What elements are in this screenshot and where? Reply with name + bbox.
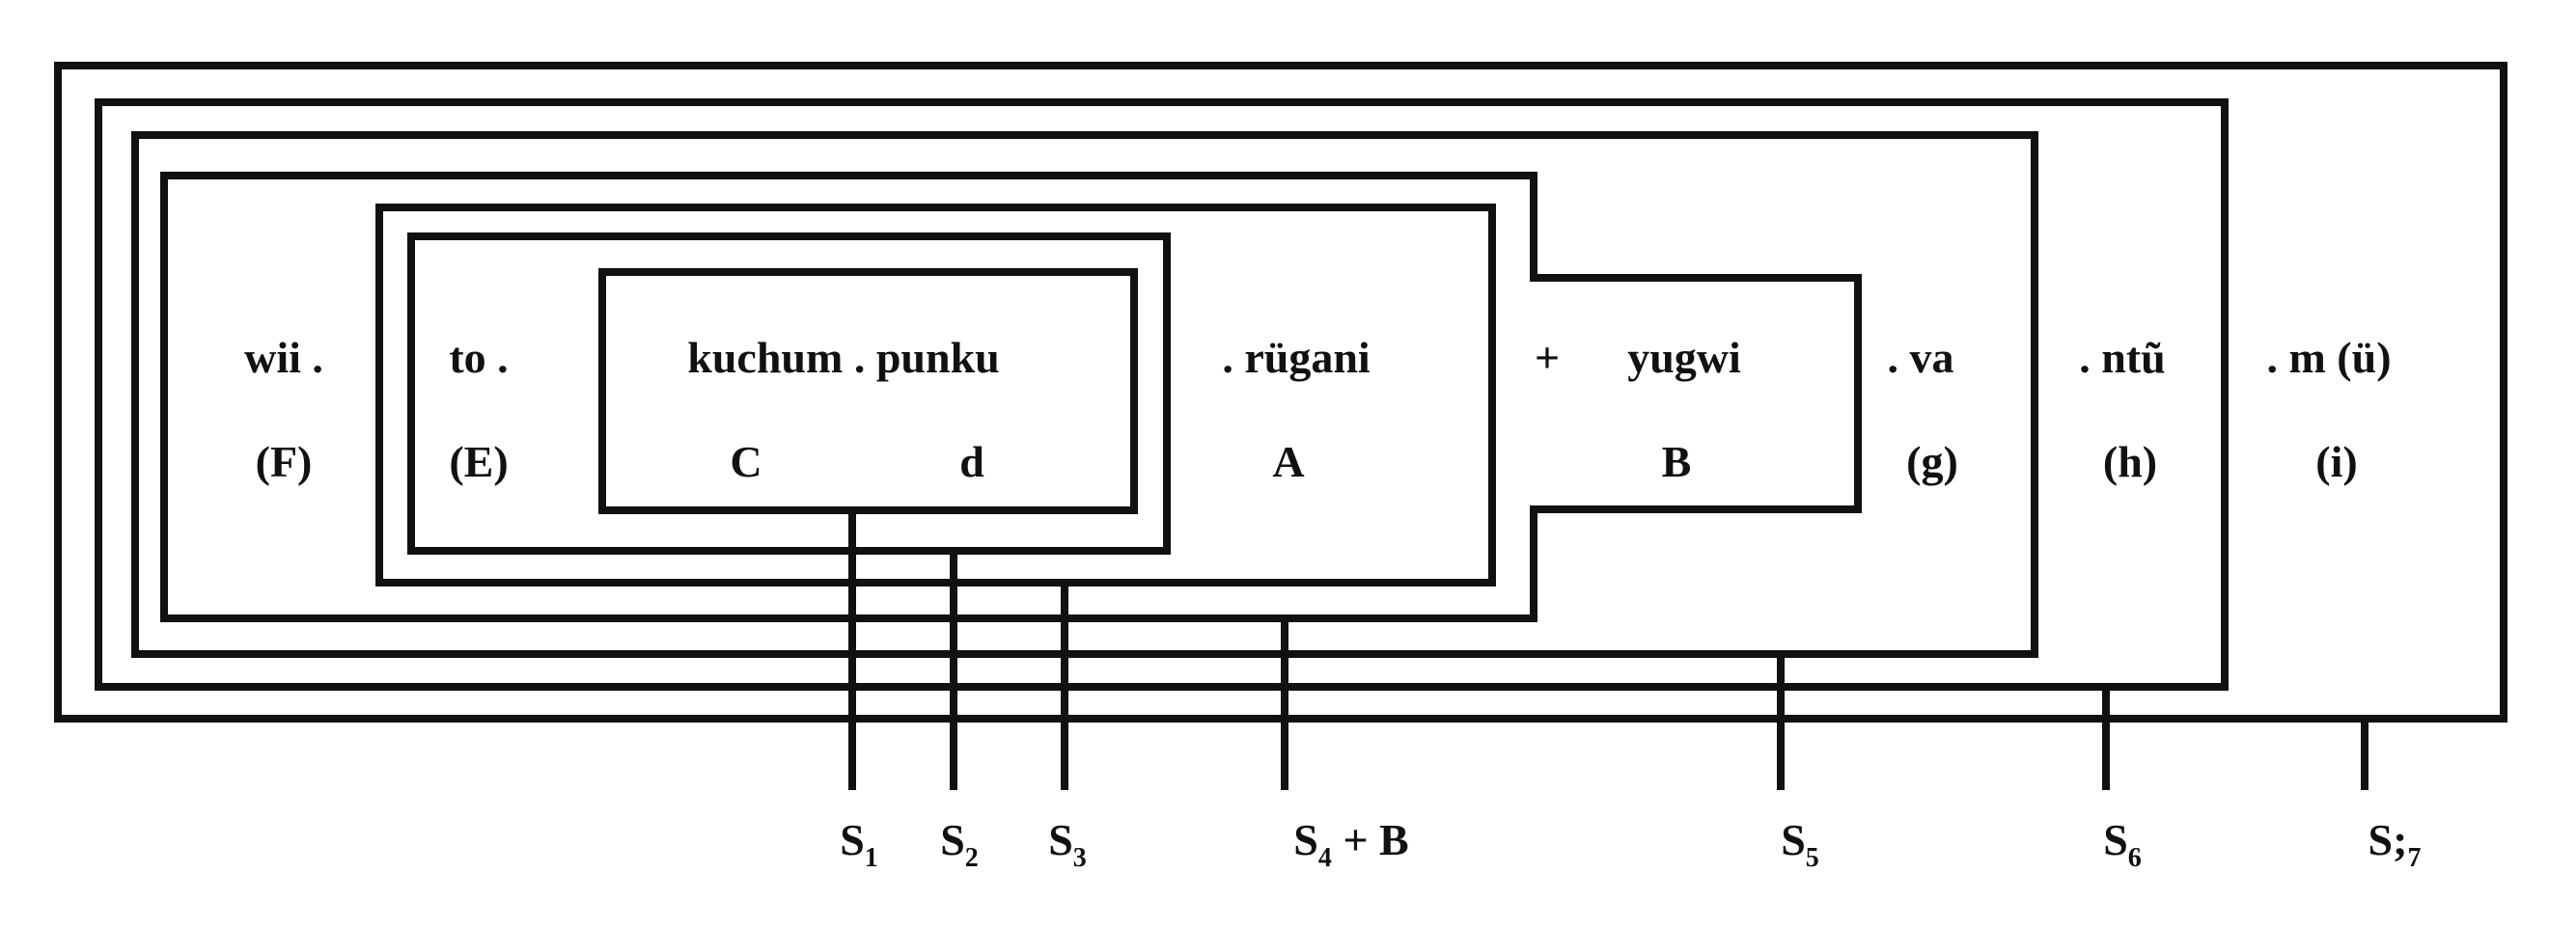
- morpheme-g-label: (g): [1906, 437, 1958, 486]
- box-s4-with-b: [160, 172, 1862, 622]
- morpheme-b-label: B: [1662, 437, 1692, 486]
- morpheme-h-form: . ntũ: [2079, 333, 2165, 382]
- morpheme-c-label: C: [730, 437, 762, 486]
- morpheme-f-form: wii .: [244, 333, 323, 382]
- plus-sign: +: [1535, 333, 1560, 382]
- morpheme-g-form: . va: [1888, 333, 1954, 382]
- morpheme-e-form: to .: [449, 333, 508, 382]
- morpheme-d-label: d: [959, 437, 984, 486]
- stage-label-s7: S;7: [2368, 815, 2422, 873]
- box-s6: [95, 98, 2229, 691]
- morpheme-i-label: (i): [2315, 437, 2357, 486]
- morpheme-a-form: . rügani: [1222, 333, 1371, 382]
- stage-label-s6: S6: [2103, 815, 2142, 873]
- morpheme-cd-form: kuchum . punku: [687, 333, 999, 382]
- box-s2: [407, 232, 1171, 555]
- stage-label-s4-plus-b: S4 + B: [1293, 815, 1409, 873]
- box-s1: [598, 268, 1138, 514]
- morpheme-b-form: yugwi: [1627, 333, 1741, 382]
- morpheme-i-form: . m (ü): [2266, 333, 2391, 382]
- morpheme-f-label: (F): [256, 437, 313, 486]
- stage-label-s3: S3: [1048, 815, 1087, 873]
- box-s3: [375, 204, 1496, 587]
- stage-label-s5: S5: [1781, 815, 1819, 873]
- stage-label-s2: S2: [940, 815, 979, 873]
- box-s5: [131, 131, 2038, 658]
- stage-label-s1: S1: [840, 815, 878, 873]
- morpheme-a-label: A: [1272, 437, 1304, 486]
- morpheme-h-label: (h): [2103, 437, 2157, 486]
- morpheme-e-label: (E): [449, 437, 508, 486]
